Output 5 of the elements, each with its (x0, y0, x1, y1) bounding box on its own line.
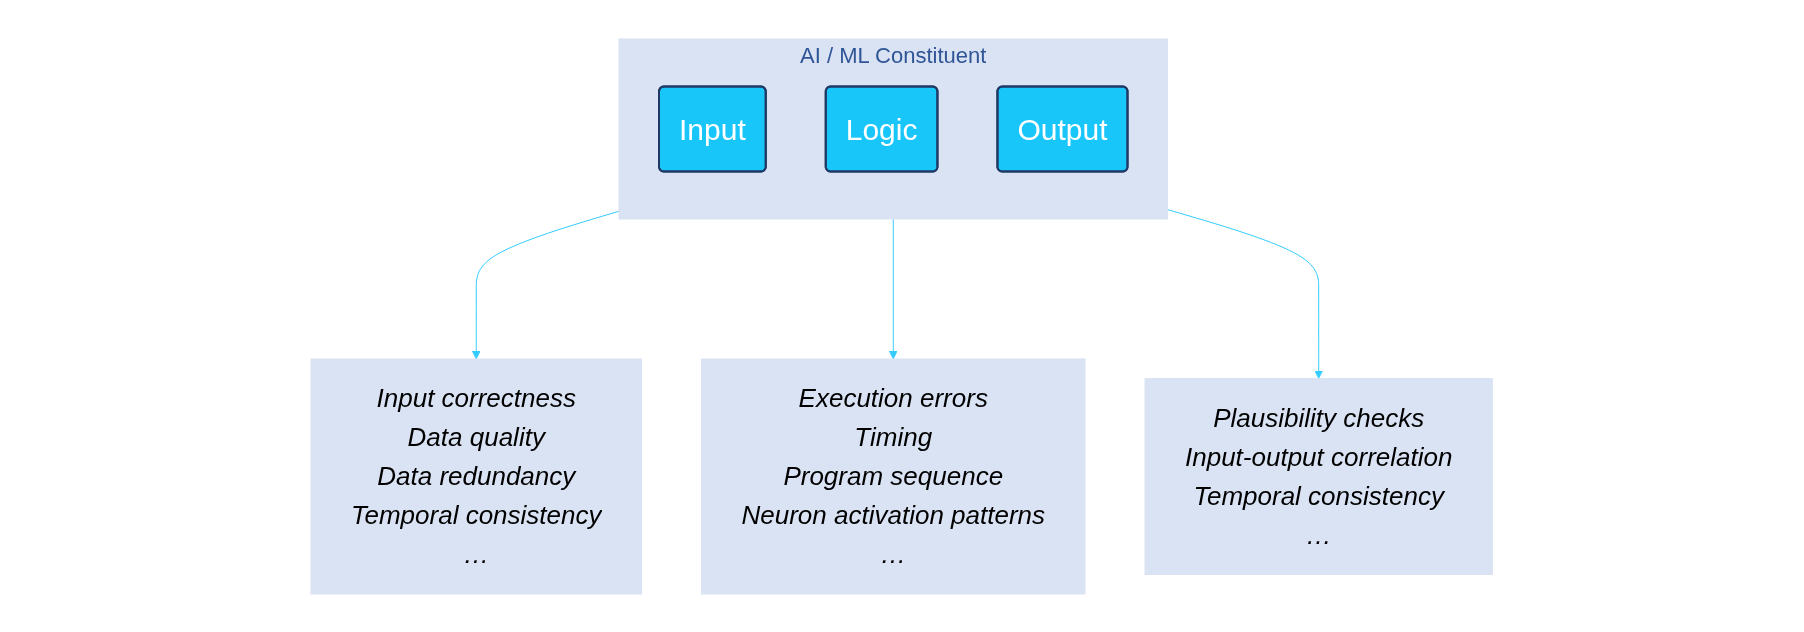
arrow (889, 218, 898, 359)
arrow (472, 210, 620, 359)
node-box: Execution errors Timing Program sequence Neuron activation patterns … (701, 358, 1086, 594)
node-box: Plausibility checks Input-output correlation Temporal consistency … (1144, 377, 1494, 575)
arrow (1167, 208, 1324, 379)
